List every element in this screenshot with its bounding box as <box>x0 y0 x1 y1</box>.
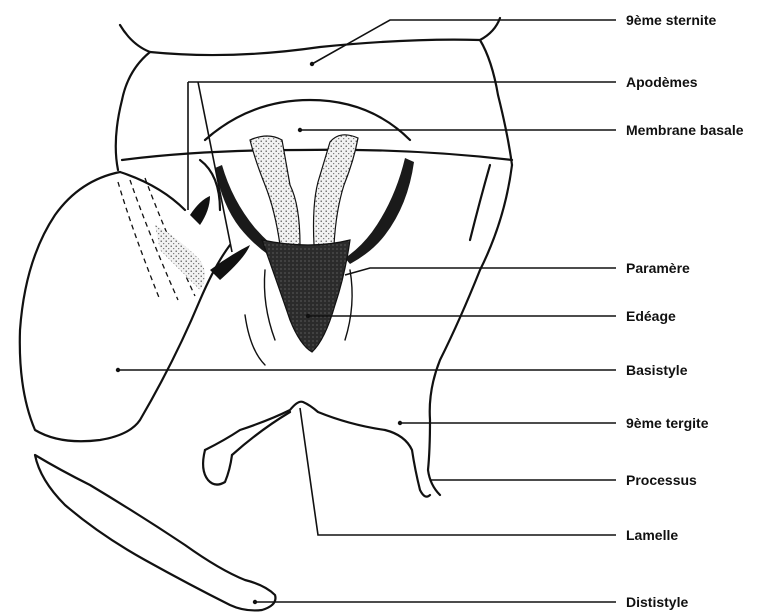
label-tergite: 9ème tergite <box>626 416 708 430</box>
tergite-outline <box>203 402 430 497</box>
phallosome-arms <box>250 135 358 245</box>
label-processus: Processus <box>626 473 697 487</box>
leader-lines <box>116 20 616 604</box>
membrane-basale-outline <box>205 100 410 140</box>
label-dististyle: Dististyle <box>626 595 688 609</box>
sternite-outline <box>116 18 512 170</box>
label-basistyle: Basistyle <box>626 363 687 377</box>
label-edeage: Edéage <box>626 309 676 323</box>
dististyle-outline <box>35 455 275 610</box>
edeage-body <box>262 240 350 352</box>
label-membrane-basale: Membrane basale <box>626 123 744 137</box>
right-wall <box>428 165 512 495</box>
label-sternite: 9ème sternite <box>626 13 716 27</box>
label-apodemes: Apodèmes <box>626 75 698 89</box>
label-paramere: Paramère <box>626 261 690 275</box>
label-lamelle: Lamelle <box>626 528 678 542</box>
